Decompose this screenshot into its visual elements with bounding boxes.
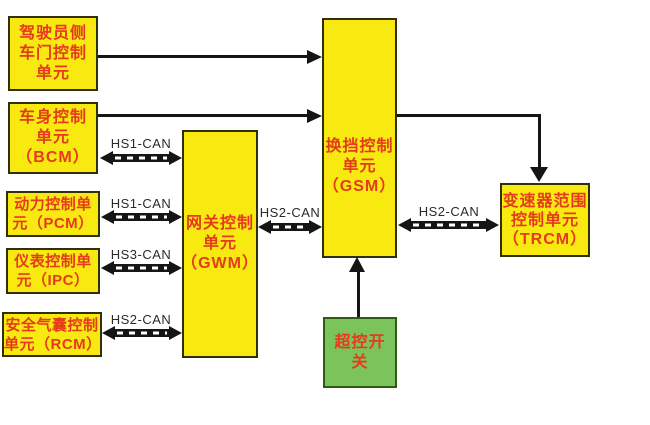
arrow-left-icon xyxy=(398,218,411,232)
bus-label-gsm-trcm: HS2-CAN xyxy=(418,204,480,219)
bus-label-pcm-gwm: HS1-CAN xyxy=(110,196,172,211)
arrow-right-icon xyxy=(307,109,322,123)
can-bus-shaft xyxy=(114,329,170,337)
arrow-left-icon xyxy=(258,220,271,234)
node-ipc: 仪表控制单 元（IPC） xyxy=(6,248,100,294)
node-label-line: 变速器范围 xyxy=(502,192,588,210)
node-gwm: 网关控制 单元 （GWM） xyxy=(181,130,259,358)
can-bus-shaft xyxy=(113,213,170,221)
node-label-line: 元（IPC） xyxy=(16,272,90,289)
biarrow-ipc-gwm xyxy=(101,261,182,275)
arrow-gsm-to-trcm-vline xyxy=(538,114,541,168)
arrow-right-icon xyxy=(309,220,322,234)
node-label-line: （BCM） xyxy=(16,149,90,166)
node-bcm: 车身控制 单元 （BCM） xyxy=(8,102,98,174)
can-bus-shaft xyxy=(113,264,170,272)
arrow-up-icon xyxy=(349,257,365,272)
node-gsm: 换挡控制 单元 （GSM） xyxy=(322,18,397,258)
biarrow-bcm-gwm xyxy=(100,151,182,165)
node-label-line: 仪表控制单 xyxy=(14,253,92,270)
arrow-left-icon xyxy=(100,151,113,165)
node-pcm: 动力控制单 元（PCM） xyxy=(6,191,100,237)
biarrow-gwm-gsm xyxy=(258,220,322,234)
node-label-line: 车门控制 xyxy=(18,44,87,62)
node-label-line: 元（PCM） xyxy=(12,215,94,232)
node-label-line: 单元 xyxy=(35,129,70,146)
node-label-line: 动力控制单 xyxy=(14,196,92,213)
biarrow-rcm-gwm xyxy=(102,326,182,340)
arrow-down-icon xyxy=(530,167,548,182)
biarrow-pcm-gwm xyxy=(101,210,182,224)
bus-label-rcm-gwm: HS2-CAN xyxy=(110,312,172,327)
arrow-bcm-to-gsm-line xyxy=(98,114,309,117)
arrow-right-icon xyxy=(486,218,499,232)
can-bus-shaft xyxy=(112,154,170,162)
node-label-line: （GWM） xyxy=(181,255,259,272)
arrow-driver-door-to-gsm-line xyxy=(98,55,309,58)
bus-label-gwm-gsm: HS2-CAN xyxy=(259,205,321,220)
arrow-gsm-to-trcm-hline xyxy=(397,114,541,117)
arrow-override-to-gsm-line xyxy=(357,271,360,317)
node-label-line: 换挡控制 xyxy=(325,138,394,155)
can-bus-shaft xyxy=(410,221,487,229)
node-trcm: 变速器范围 控制单元 （TRCM） xyxy=(500,183,590,257)
node-label-line: 单元 xyxy=(342,158,377,175)
node-label-line: 安全气囊控制 xyxy=(5,316,99,334)
biarrow-gsm-trcm xyxy=(398,218,499,232)
bus-label-ipc-gwm: HS3-CAN xyxy=(110,247,172,262)
arrow-right-icon xyxy=(169,210,182,224)
node-label-line: 驾驶员侧 xyxy=(18,24,87,42)
node-label-line: 控制单元 xyxy=(510,211,579,229)
node-label-line: 网关控制 xyxy=(185,215,254,232)
arrow-right-icon xyxy=(169,151,182,165)
node-rcm: 安全气囊控制 单元（RCM） xyxy=(2,312,102,357)
node-label-line: 单元（RCM） xyxy=(4,335,102,353)
node-driver-door-module: 驾驶员侧 车门控制 单元 xyxy=(8,16,98,91)
node-label-line: 关 xyxy=(351,353,369,371)
arrow-right-icon xyxy=(169,261,182,275)
node-override-switch: 超控开 关 xyxy=(323,317,397,388)
node-label-line: 单元 xyxy=(202,235,237,252)
node-label-line: （TRCM） xyxy=(502,230,588,248)
node-label-line: 单元 xyxy=(35,64,70,82)
node-label-line: 车身控制 xyxy=(18,109,87,126)
arrow-right-icon xyxy=(169,326,182,340)
node-label-line: （GSM） xyxy=(322,178,397,195)
arrow-left-icon xyxy=(101,210,114,224)
node-label-line: 超控开 xyxy=(334,333,386,351)
arrow-left-icon xyxy=(101,261,114,275)
arrow-left-icon xyxy=(102,326,115,340)
bus-label-bcm-gwm: HS1-CAN xyxy=(110,136,172,151)
arrow-right-icon xyxy=(307,50,322,64)
can-bus-shaft xyxy=(270,223,310,231)
